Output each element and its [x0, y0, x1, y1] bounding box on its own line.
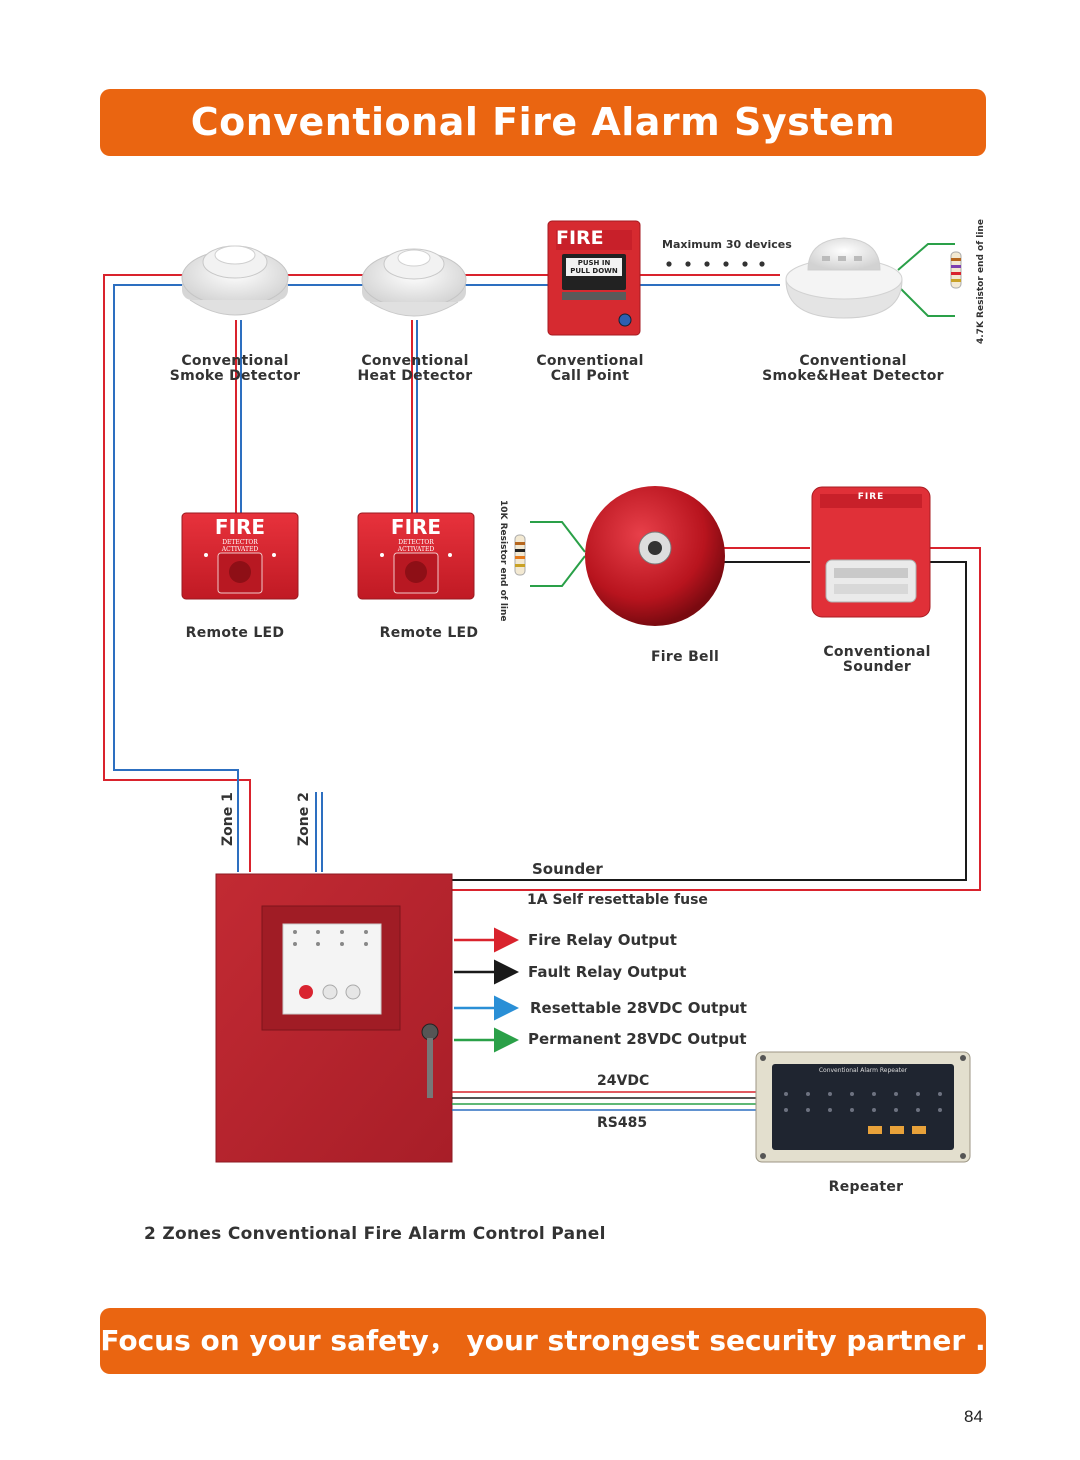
- remote-led-2-sub-text: DETECTOR ACTIVATED: [397, 539, 435, 553]
- heat-detector-icon: [361, 248, 467, 317]
- sounder-fire-text: FIRE: [857, 492, 885, 502]
- v24-label: 24VDC: [597, 1073, 650, 1089]
- call-point-icon: [547, 220, 641, 336]
- call-point-push-text: PUSH IN PULL DOWN: [570, 259, 618, 275]
- call-point-fire-text: FIRE: [556, 227, 604, 249]
- page-title: Conventional Fire Alarm System: [190, 100, 896, 144]
- sounder-wire-label: Sounder: [532, 860, 603, 878]
- fuse-label: 1A Self resettable fuse: [527, 892, 708, 908]
- sounder-icon: [811, 486, 931, 618]
- repeater-icon: [755, 1051, 971, 1163]
- sounder-wires: [452, 547, 981, 891]
- repeater-title-text: Conventional Alarm Repeater: [818, 1067, 908, 1074]
- sounder-label: Conventional Sounder: [823, 644, 931, 675]
- remote-led-2-icon: [357, 512, 475, 600]
- resistor-47k: [897, 243, 955, 317]
- call-point-label: Conventional Call Point: [536, 353, 644, 384]
- remote-led-1-icon: [181, 512, 299, 600]
- zone-2-label: Zone 2: [296, 792, 312, 846]
- remote-led-1-fire-text: FIRE: [214, 515, 266, 539]
- heat-detector-label: Conventional Heat Detector: [357, 353, 473, 384]
- repeater-wires: [452, 1091, 758, 1111]
- page-number: 84: [964, 1407, 983, 1426]
- slogan-banner: Focus on your safety， your strongest sec…: [100, 1308, 986, 1374]
- repeater-label: Repeater: [828, 1179, 904, 1195]
- smoke-detector-icon: [181, 245, 289, 316]
- fire-bell-icon: [585, 486, 725, 626]
- resistor-47k-body: [950, 251, 962, 289]
- max-devices-note: Maximum 30 devices: [662, 238, 792, 251]
- remote-led-2-fire-text: FIRE: [390, 515, 442, 539]
- output-label-fire-relay: Fire Relay Output: [528, 931, 677, 949]
- output-label-fault-relay: Fault Relay Output: [528, 963, 687, 981]
- remote-led-1-label: Remote LED: [185, 625, 285, 641]
- output-arrows: [454, 927, 519, 1053]
- slogan-text: Focus on your safety， your strongest sec…: [100, 1324, 986, 1357]
- panel-caption: 2 Zones Conventional Fire Alarm Control …: [144, 1224, 606, 1244]
- output-label-permanent-28vdc: Permanent 28VDC Output: [528, 1030, 747, 1048]
- output-label-resettable-28vdc: Resettable 28VDC Output: [530, 999, 747, 1017]
- control-panel-icon: [215, 873, 453, 1163]
- zone-loop-wires: [103, 274, 780, 872]
- device-dots: [666, 261, 765, 267]
- rs485-label: RS485: [597, 1115, 648, 1131]
- resistor-10k: [530, 521, 588, 587]
- resistor-47k-label: 4.7K Resistor end of line: [976, 219, 986, 344]
- smoke-heat-detector-icon: [785, 237, 903, 319]
- resistor-10k-label: 10K Resistor end of line: [498, 500, 508, 622]
- resistor-10k-body: [514, 534, 526, 576]
- smoke-detector-label: Conventional Smoke Detector: [169, 353, 301, 384]
- remote-led-1-sub-text: DETECTOR ACTIVATED: [221, 539, 259, 553]
- smoke-heat-detector-label: Conventional Smoke&Heat Detector: [762, 353, 944, 384]
- remote-led-2-label: Remote LED: [379, 625, 479, 641]
- title-banner: Conventional Fire Alarm System: [100, 89, 986, 156]
- zone-1-label: Zone 1: [220, 792, 236, 846]
- fire-bell-label: Fire Bell: [650, 649, 720, 665]
